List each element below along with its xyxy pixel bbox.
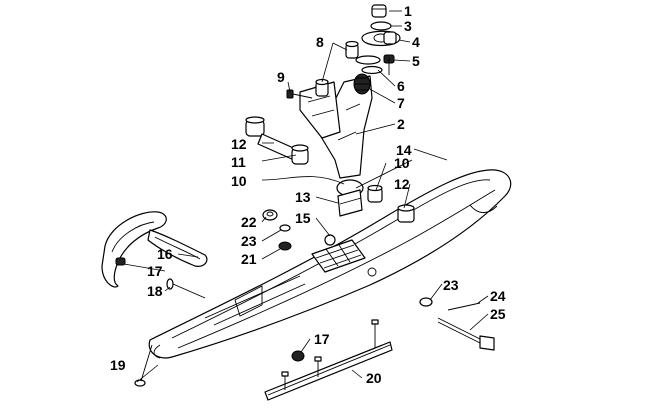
washer [370,21,392,31]
ski-handle [101,211,208,288]
bushing-right [367,184,383,203]
callout-10-left: 10 [231,173,247,189]
washer [361,65,383,75]
callout-15: 15 [295,210,311,226]
callout-9: 9 [277,69,285,85]
callout-22: 22 [241,214,257,230]
bushing-mid [291,144,309,165]
bolt-19 [134,344,153,387]
callout-17-left: 17 [147,263,163,279]
washer-23 [419,297,433,307]
callout-12-right: 12 [394,176,410,192]
wear-bar [264,319,393,401]
bolt-5 [383,54,395,75]
bushing [315,78,329,97]
handle-bolt [115,257,126,266]
nut-21 [278,241,292,251]
bushing [345,40,359,59]
callout-23-right: 23 [443,277,459,293]
callout-labels: 1 3 4 5 6 7 8 9 2 14 12 11 10 10 12 13 1… [110,3,506,386]
spindle [299,73,373,197]
callout-16: 16 [157,246,173,262]
callout-20: 20 [366,370,382,386]
callout-14: 14 [396,142,412,158]
callout-18: 18 [147,283,163,299]
bolt-18 [166,278,206,299]
callout-3: 3 [404,18,412,34]
callout-19: 19 [110,357,126,373]
callout-13: 13 [295,189,311,205]
callout-2: 2 [397,116,405,132]
cap [371,4,387,18]
callout-17-right: 17 [314,331,330,347]
cotter-pin [447,302,481,311]
callout-12-left: 12 [231,136,247,152]
callout-21: 21 [241,251,257,267]
leader-lines [123,10,489,383]
callout-11: 11 [231,154,246,170]
callout-10-right: 10 [394,155,410,171]
callout-23-left: 23 [241,233,257,249]
callout-25: 25 [490,306,506,322]
callout-8: 8 [316,34,324,50]
callout-24: 24 [490,288,506,304]
callout-1: 1 [404,3,412,19]
stop-block [337,189,363,217]
nut-17 [291,350,305,362]
callout-6: 6 [397,78,405,94]
washer [355,55,381,65]
bushing-left [245,116,265,137]
callout-5: 5 [412,53,420,69]
callout-7: 7 [397,95,405,111]
axle-bolt [437,317,495,351]
ski-bracket-base [311,239,366,273]
washer-23 [279,224,291,232]
callout-4: 4 [412,34,420,50]
clamp [361,30,401,47]
hole-15 [324,234,336,246]
bushing-right-outer [397,204,415,223]
nut-22 [262,209,278,221]
